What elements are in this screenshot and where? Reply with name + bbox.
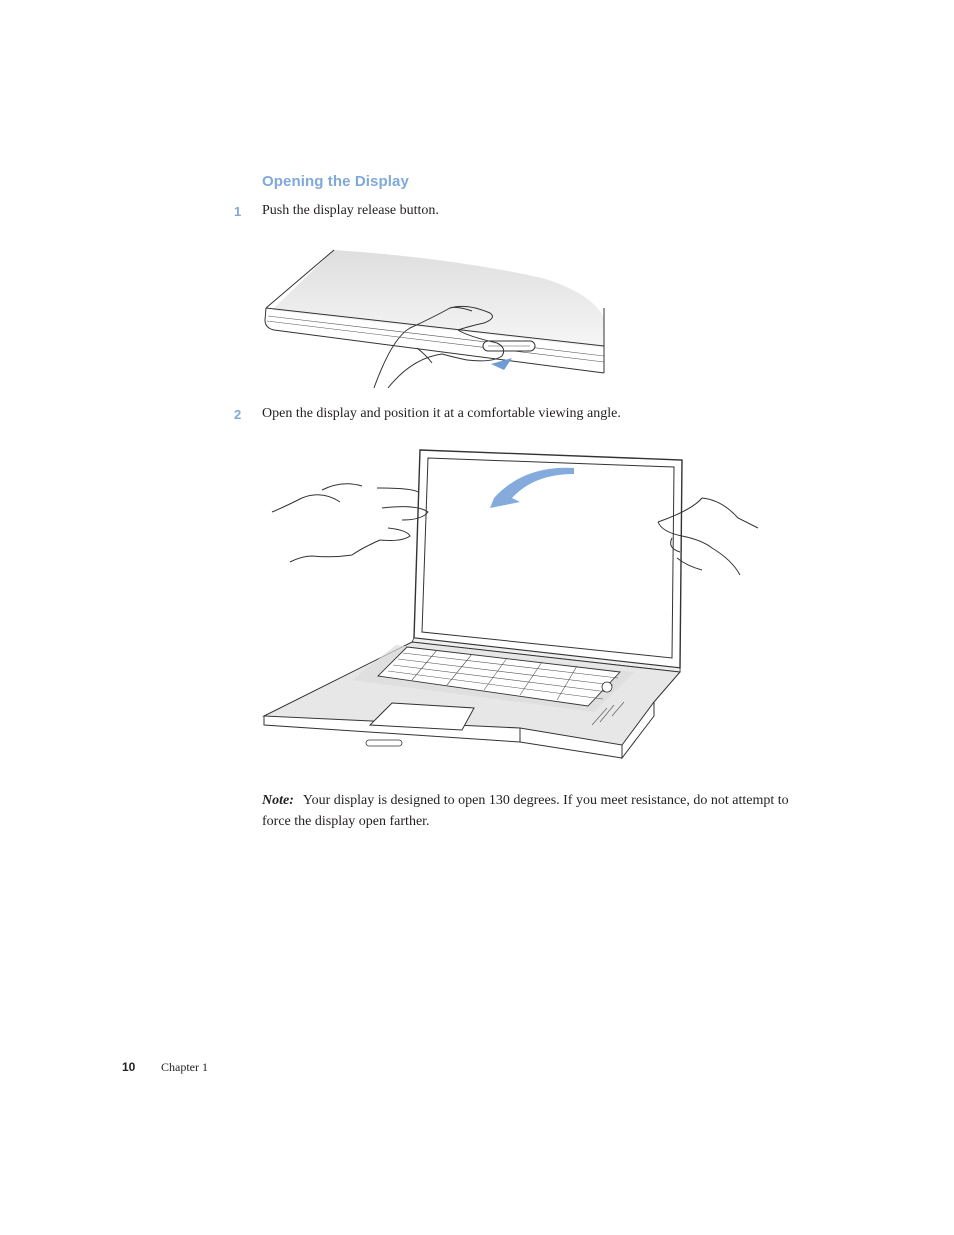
note-text: Your display is designed to open 130 deg… [262, 793, 789, 829]
step-2-number: 2 [234, 407, 242, 422]
step-2-text: Open the display and position it at a co… [262, 406, 621, 421]
note-label: Note: [262, 793, 294, 808]
step-1-text: Push the display release button. [262, 203, 439, 218]
page-number: 10 [122, 1060, 136, 1074]
step-1-number: 1 [234, 204, 242, 219]
page-footer: 10 Chapter 1 [122, 1060, 208, 1075]
note-paragraph: Note: Your display is designed to open 1… [262, 790, 807, 832]
release-button-illustration [264, 249, 605, 389]
open-display-illustration [262, 449, 759, 760]
section-heading: Opening the Display [262, 173, 409, 190]
chapter-label: Chapter 1 [161, 1060, 208, 1074]
